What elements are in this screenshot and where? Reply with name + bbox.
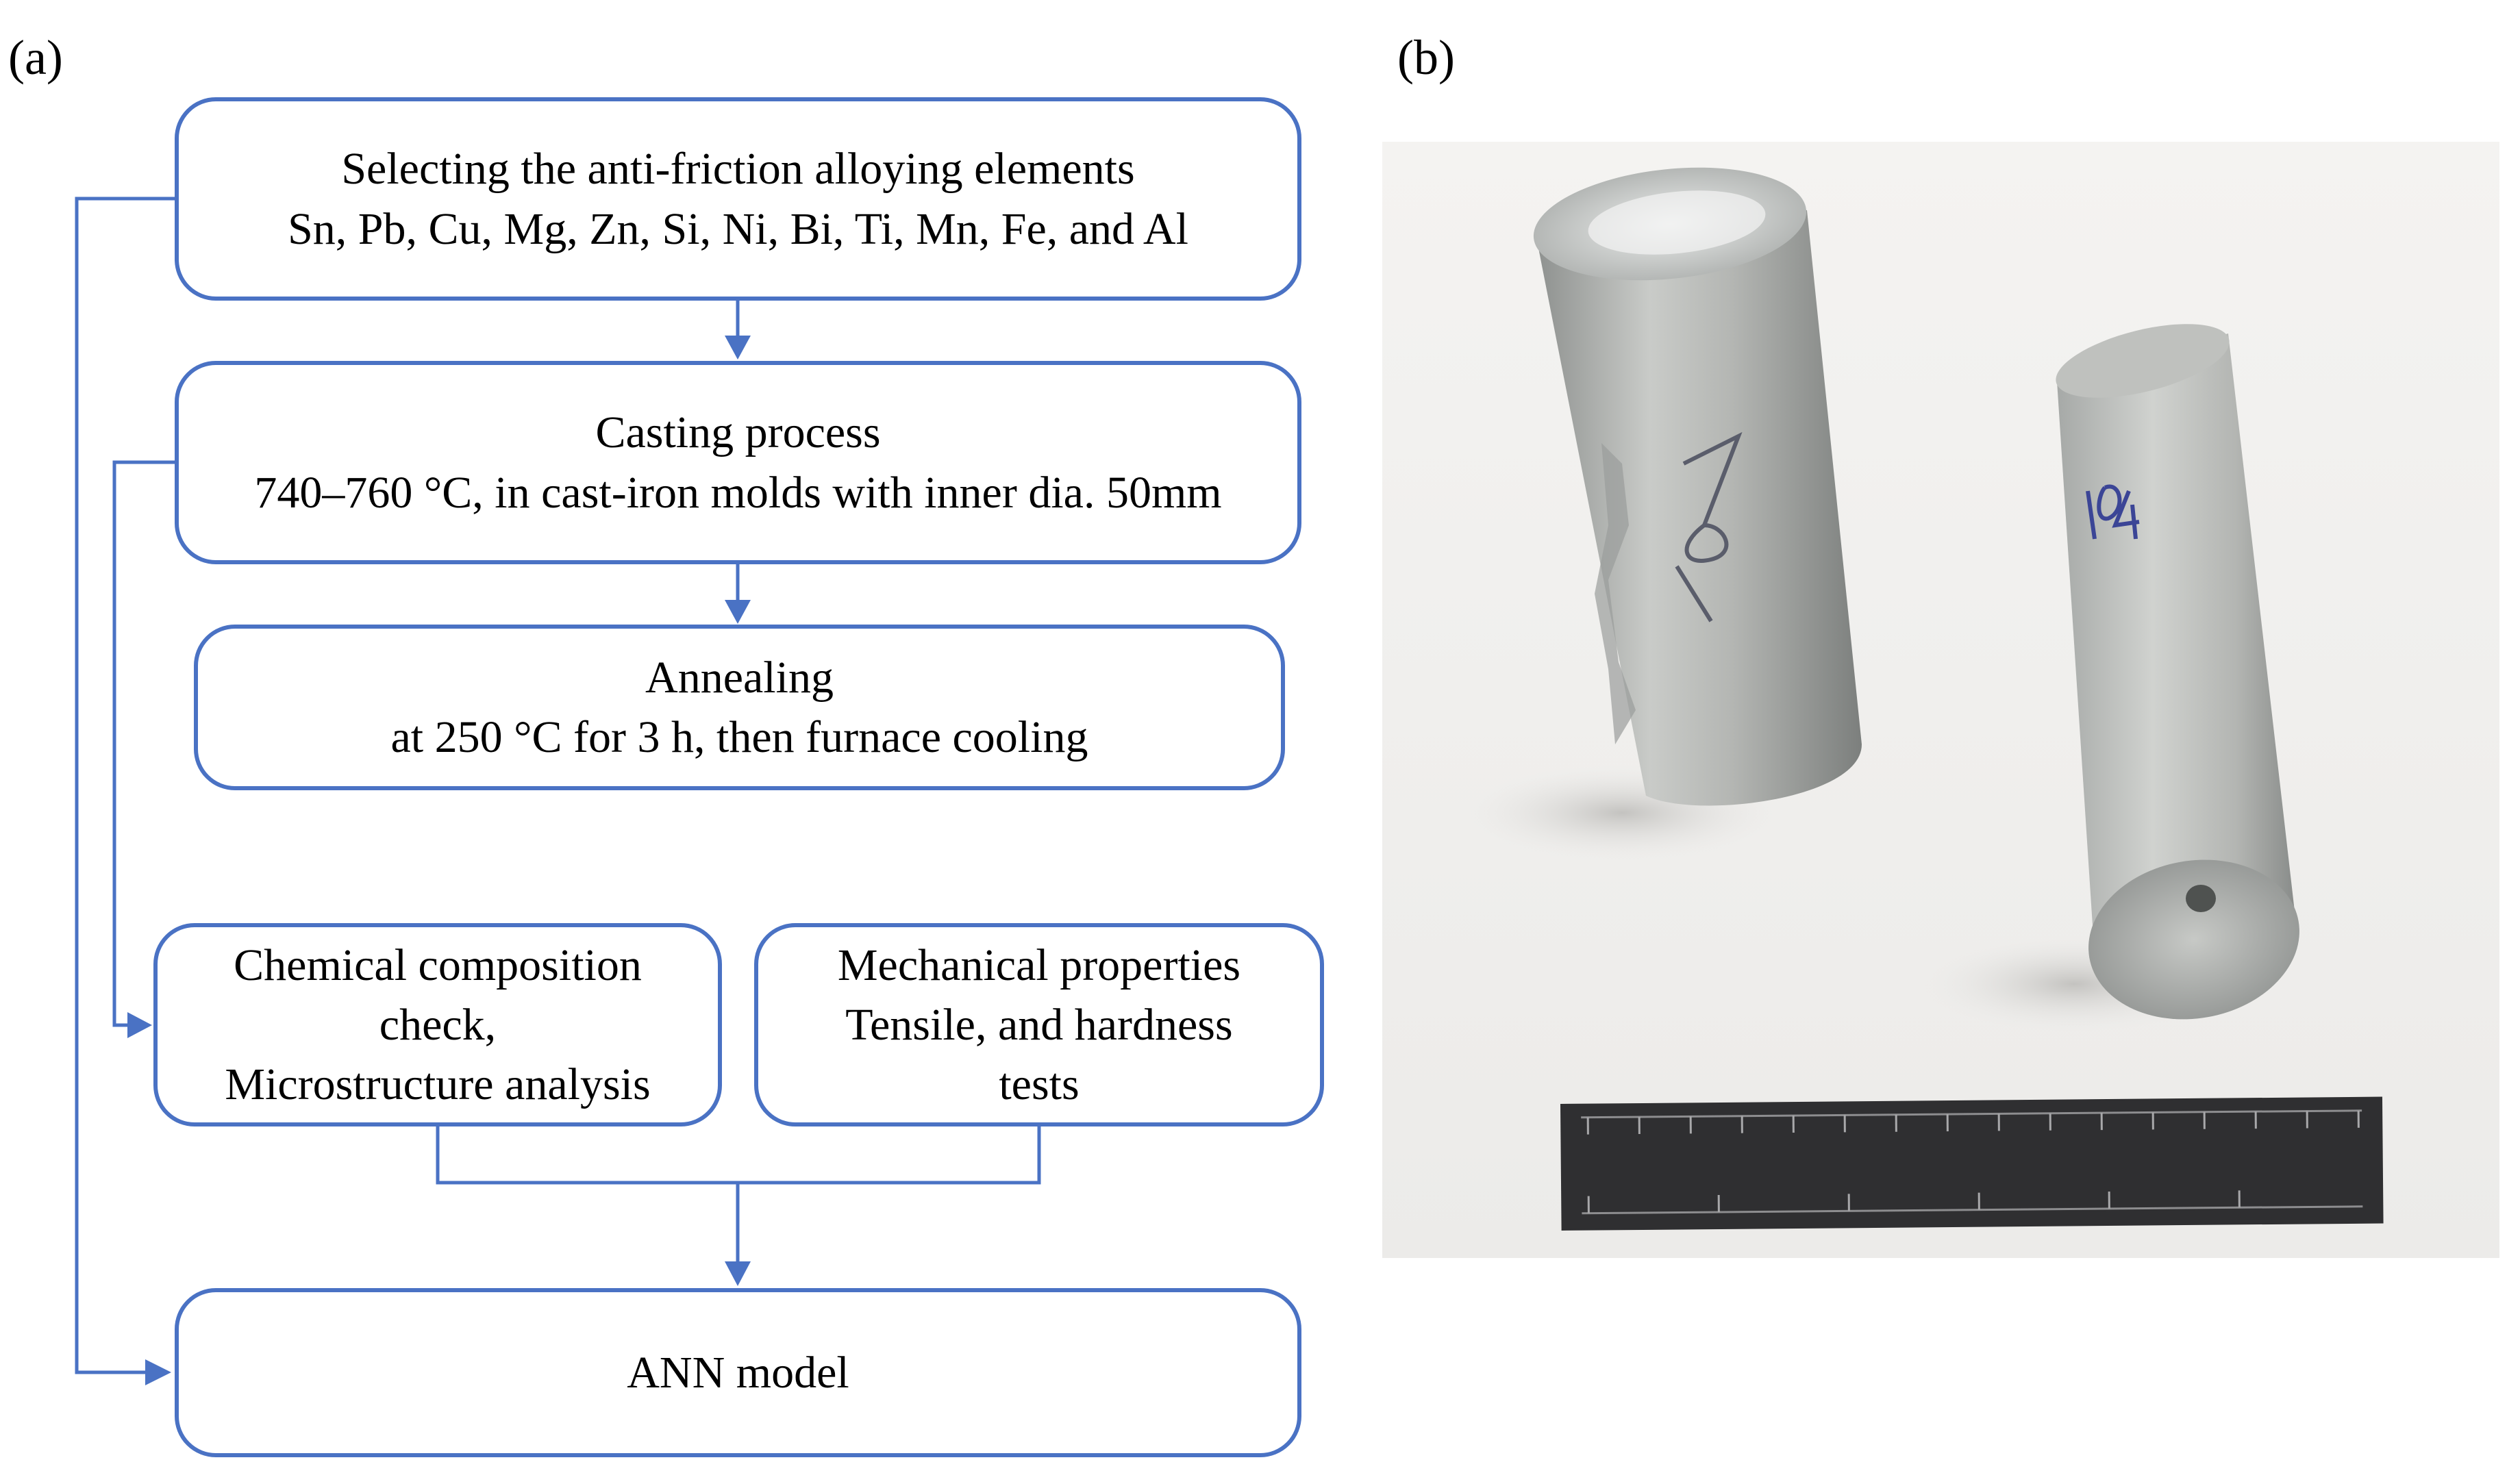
left-cast-sample <box>1533 167 1862 806</box>
step-casting-box: Casting process 740–760 °C, in cast-iron… <box>175 361 1301 564</box>
arrowhead-select-to-ann <box>145 1359 171 1385</box>
step-mechanical-line1: Mechanical properties <box>837 940 1241 990</box>
step-annealing-title: Annealing <box>645 652 834 703</box>
right-sample-shrinkage-hole <box>2186 885 2216 912</box>
step-select-elements-box: Selecting the anti-friction alloying ele… <box>175 97 1301 301</box>
step-mechanical-line3: tests <box>999 1059 1080 1110</box>
photo-background <box>1382 142 2499 1258</box>
right-cast-sample <box>2056 324 2299 1020</box>
ruler-ticks <box>1586 1110 2360 1213</box>
step-ann-model-box: ANN model <box>175 1288 1301 1457</box>
step-chemical-line1: Chemical composition <box>234 940 642 990</box>
cast-samples-photo <box>1382 142 2499 1258</box>
step-chemical-line3: Microstructure analysis <box>225 1059 651 1110</box>
left-sample-marking <box>1675 431 1743 622</box>
step-annealing-box: Annealing at 250 °C for 3 h, then furnac… <box>194 625 1285 790</box>
arrowhead-merge-to-ann <box>725 1261 751 1286</box>
step-select-elements: Sn, Pb, Cu, Mg, Zn, Si, Ni, Bi, Ti, Mn, … <box>288 203 1188 254</box>
arrow-select-to-ann <box>75 197 175 1374</box>
step-mechanical-line2: Tensile, and hardness <box>845 999 1233 1050</box>
step-chemical-box: Chemical composition check, Microstructu… <box>153 923 722 1126</box>
panel-b-label: (b) <box>1397 30 1455 85</box>
arrowhead-casting-to-chemical <box>127 1012 152 1038</box>
step-mechanical-box: Mechanical properties Tensile, and hardn… <box>754 923 1324 1126</box>
flowchart-connectors <box>75 197 1041 1385</box>
step-ann-model-label: ANN model <box>627 1347 849 1398</box>
arrow-casting-to-chemical <box>112 460 175 1027</box>
arrowhead-casting-to-annealing <box>725 600 751 624</box>
right-sample-end-face <box>2088 859 2299 1020</box>
step-annealing-details: at 250 °C for 3 h, then furnace cooling <box>390 712 1088 762</box>
step-casting-title: Casting process <box>595 407 881 458</box>
step-chemical-line2: check, <box>379 999 497 1050</box>
step-select-title: Selecting the anti-friction alloying ele… <box>341 144 1135 194</box>
merge-connector <box>436 1126 1041 1185</box>
panel-a-label: (a) <box>8 30 63 85</box>
arrowhead-select-to-casting <box>725 336 751 360</box>
step-casting-details: 740–760 °C, in cast-iron molds with inne… <box>254 467 1222 518</box>
ruler <box>1560 1096 2384 1231</box>
right-sample-marking <box>2086 484 2140 540</box>
